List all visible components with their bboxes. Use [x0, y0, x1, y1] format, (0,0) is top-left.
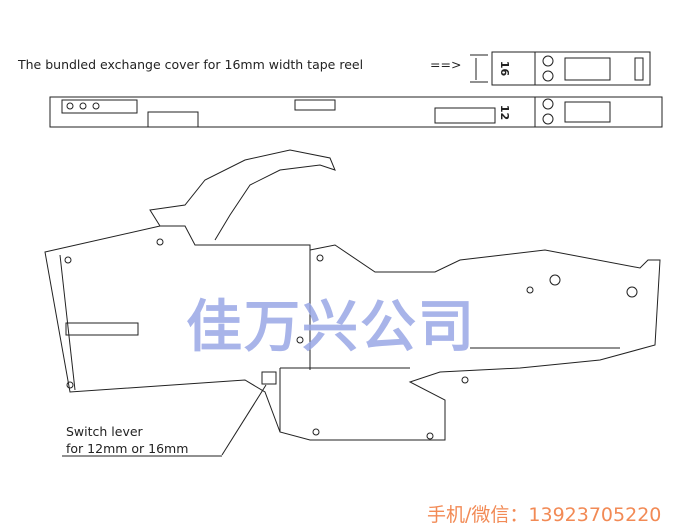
arrow-text: ==> — [430, 57, 462, 72]
exchange-cover-16mm — [470, 51, 651, 86]
cover-caption: The bundled exchange cover for 16mm widt… — [18, 57, 364, 72]
contact-info: 手机/微信：13923705220 — [427, 504, 662, 525]
cover-label-16: 16 — [498, 60, 512, 77]
switch-lever-label: Switch lever — [66, 424, 143, 439]
feeder-top-view — [49, 96, 663, 128]
switch-lever-sublabel: for 12mm or 16mm — [66, 441, 189, 456]
feeder-side-view — [44, 149, 661, 457]
watermark: 佳万兴公司 — [186, 295, 476, 360]
cover-label-12: 12 — [498, 104, 512, 121]
